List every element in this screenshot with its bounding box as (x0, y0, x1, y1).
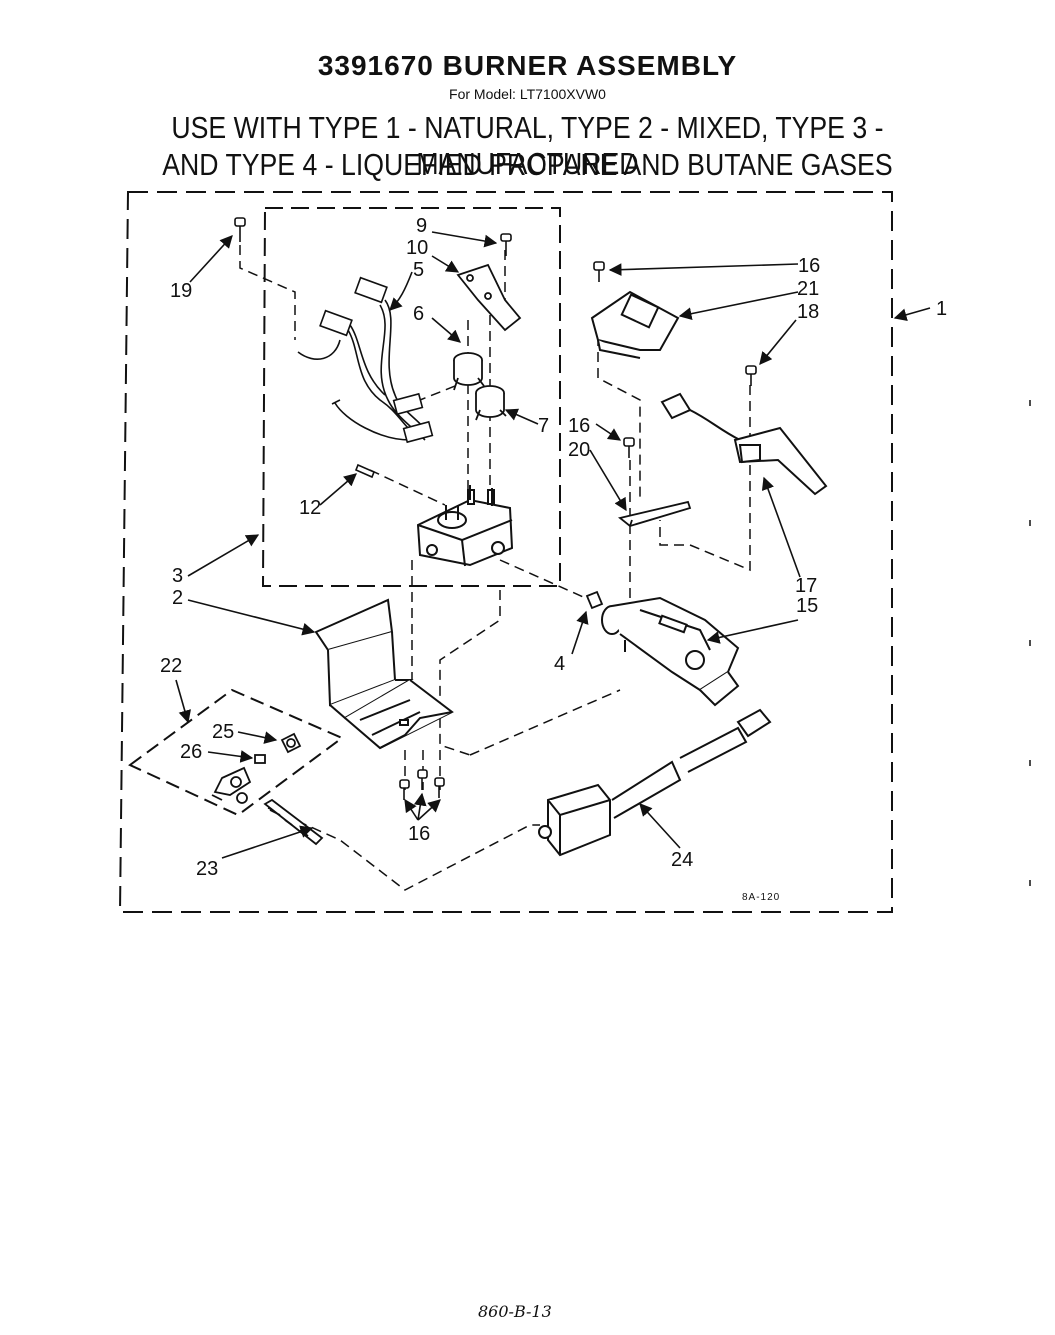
model-subtitle: For Model: LT7100XVW0 (449, 86, 606, 102)
screw-16-bottom-icons (399, 769, 445, 800)
callout-23: 23 (196, 858, 218, 880)
callout-12: 12 (299, 497, 321, 519)
bracket-20-icon (617, 500, 692, 527)
igniter-17-icon (660, 392, 828, 496)
callout-16-bottom: 16 (408, 823, 430, 845)
callout-25: 25 (212, 721, 234, 743)
screw-18-icon (745, 365, 757, 386)
callout-21: 21 (797, 278, 819, 300)
callout-10: 10 (406, 237, 428, 259)
callout-20: 20 (568, 439, 590, 461)
callout-7: 7 (538, 415, 549, 437)
callout-15: 15 (796, 595, 818, 617)
regulator-22-icon (211, 732, 302, 804)
handwritten-page-note: 860-B-13 (478, 1302, 552, 1321)
callout-17: 17 (795, 575, 817, 597)
gas-valve-3-icon (416, 485, 514, 567)
coil-7-icon (475, 385, 507, 421)
regulator-kit-frame (128, 688, 344, 817)
plug-12-icon (354, 463, 376, 479)
callout-4: 4 (554, 653, 565, 675)
screw-19-icon (234, 217, 246, 242)
wire-harness-5-icon (297, 276, 434, 444)
gas-usage-line-1: USE WITH TYPE 1 - NATURAL, TYPE 2 - MIXE… (171, 110, 884, 181)
outer-frame (118, 191, 893, 913)
callout-19: 19 (170, 280, 192, 302)
callout-6: 6 (413, 303, 424, 325)
valve-kit-frame (261, 207, 561, 587)
callout-2: 2 (172, 587, 183, 609)
callout-9: 9 (416, 215, 427, 237)
leader-lines (175, 231, 931, 859)
burner-15-icon (601, 596, 740, 707)
orifice-4-icon (585, 590, 604, 610)
coil-6-icon (453, 352, 485, 391)
callout-1: 1 (936, 298, 947, 320)
bracket-10-icon (456, 263, 522, 332)
nipple-23-icon (263, 798, 324, 846)
diagram-title: 3391670 BURNER ASSEMBLY (317, 50, 738, 81)
callout-18: 18 (797, 301, 819, 323)
screw-9-icon (500, 233, 512, 256)
screw-16-top-icons (593, 261, 635, 458)
heat-shield-2-icon (314, 598, 454, 750)
igniter-24-icon (538, 708, 772, 857)
callout-26: 26 (180, 741, 202, 763)
callout-22: 22 (160, 655, 182, 677)
gas-usage-line-2: AND TYPE 4 - LIQUEFIED PROPANE AND BUTAN… (162, 147, 893, 182)
callout-numbers: 1 2 3 4 5 6 7 9 10 12 15 16 16 16 17 18 … (160, 215, 947, 880)
callout-16-top: 16 (798, 255, 820, 277)
flame-sensor-21-icon (590, 290, 680, 359)
callout-16-mid: 16 (568, 415, 590, 437)
plate-code: 8A-120 (742, 892, 781, 903)
callout-24: 24 (671, 849, 693, 871)
callout-3: 3 (172, 565, 183, 587)
callout-5: 5 (413, 259, 424, 281)
assembly-lines (239, 245, 751, 891)
